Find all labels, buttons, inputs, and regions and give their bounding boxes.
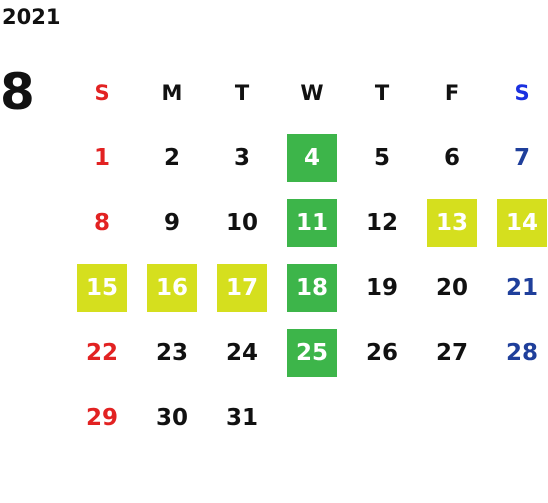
day-cell[interactable]: 21 [487,255,548,320]
day-number: 20 [435,274,468,301]
highlighted-day-number: 14 [497,198,547,247]
weekday-header-label: W [300,80,324,105]
highlighted-day-number: 16 [147,263,197,312]
highlighted-day-number: 4 [287,133,337,182]
weekday-header: T [347,60,417,125]
day-number: 3 [233,144,250,171]
day-cell[interactable]: 2 [137,125,207,190]
day-number: 10 [225,209,258,236]
day-cell[interactable]: 26 [347,320,417,385]
day-cell[interactable]: 31 [207,385,277,450]
day-number: 9 [163,209,180,236]
day-number: 21 [505,274,538,301]
day-number: 31 [225,404,258,431]
year-label: 2021 [2,5,61,29]
day-cell[interactable]: 27 [417,320,487,385]
day-cell[interactable]: 24 [207,320,277,385]
day-cell[interactable]: 22 [67,320,137,385]
highlighted-day-number: 25 [287,328,337,377]
day-number: 28 [505,339,538,366]
day-cell[interactable]: 30 [137,385,207,450]
day-cell[interactable]: 8 [67,190,137,255]
month-number: 8 [0,63,35,121]
day-cell[interactable]: 6 [417,125,487,190]
weekday-header-label: S [514,80,530,105]
day-cell[interactable]: 28 [487,320,548,385]
weekday-header-label: S [94,80,110,105]
day-cell[interactable]: 14 [487,190,548,255]
day-number: 29 [85,404,118,431]
day-number: 2 [163,144,180,171]
day-cell[interactable]: 15 [67,255,137,320]
day-number: 6 [443,144,460,171]
day-cell[interactable]: 18 [277,255,347,320]
day-number: 27 [435,339,468,366]
day-cell[interactable]: 7 [487,125,548,190]
day-number: 23 [155,339,188,366]
day-cell[interactable]: 13 [417,190,487,255]
day-cell[interactable]: 23 [137,320,207,385]
weekday-header: M [137,60,207,125]
weekday-header: T [207,60,277,125]
weekday-header: S [487,60,548,125]
day-cell[interactable]: 20 [417,255,487,320]
highlighted-day-number: 15 [77,263,127,312]
day-number: 22 [85,339,118,366]
weekday-header-label: M [161,80,183,105]
day-number: 1 [93,144,110,171]
highlighted-day-number: 18 [287,263,337,312]
day-cell[interactable]: 3 [207,125,277,190]
weekday-header: S [67,60,137,125]
day-number: 30 [155,404,188,431]
day-cell[interactable]: 12 [347,190,417,255]
highlighted-day-number: 13 [427,198,477,247]
weekday-header: F [417,60,487,125]
highlighted-day-number: 17 [217,263,267,312]
day-number: 19 [365,274,398,301]
day-number: 12 [365,209,398,236]
day-number: 26 [365,339,398,366]
day-number: 8 [93,209,110,236]
weekday-header-label: T [374,80,390,105]
day-cell[interactable]: 16 [137,255,207,320]
day-cell[interactable]: 19 [347,255,417,320]
day-cell[interactable]: 29 [67,385,137,450]
day-number: 7 [513,144,530,171]
weekday-header-label: F [444,80,460,105]
day-cell[interactable]: 1 [67,125,137,190]
day-cell[interactable]: 10 [207,190,277,255]
day-cell[interactable]: 5 [347,125,417,190]
weekday-header-label: T [234,80,250,105]
day-number: 24 [225,339,258,366]
day-number: 5 [373,144,390,171]
weekday-header: W [277,60,347,125]
day-cell[interactable]: 17 [207,255,277,320]
day-cell[interactable]: 11 [277,190,347,255]
highlighted-day-number: 11 [287,198,337,247]
day-cell[interactable]: 25 [277,320,347,385]
day-cell[interactable]: 4 [277,125,347,190]
day-cell[interactable]: 9 [137,190,207,255]
